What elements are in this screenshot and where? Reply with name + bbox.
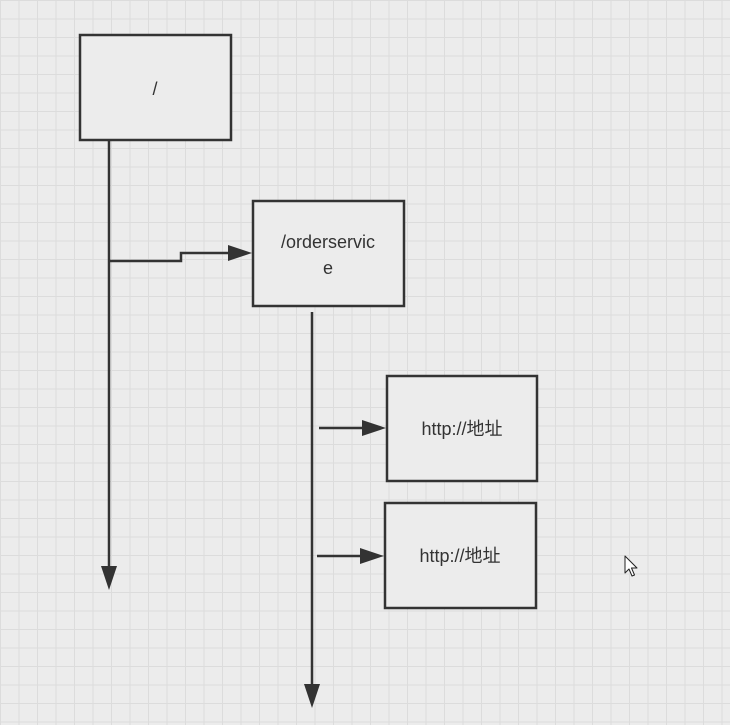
node-address-2-box [383, 501, 538, 610]
node-address-2[interactable]: http://地址 [383, 501, 538, 610]
node-root-label: / [152, 79, 157, 99]
node-orderservice-box [251, 199, 406, 308]
edge-root-trunk [101, 140, 117, 590]
node-orderservice-label-line2: e [323, 258, 333, 278]
edge-orderservice-trunk [304, 312, 320, 708]
node-address-1[interactable]: http://地址 [385, 374, 539, 483]
node-orderservice[interactable]: /orderservic e [251, 199, 406, 308]
node-address-1-label: http://地址 [421, 419, 502, 439]
node-address-2-label: http://地址 [419, 546, 500, 566]
edge-orderservice-to-address-1 [319, 420, 386, 436]
edge-orderservice-to-address-2-arrow-head [360, 548, 384, 564]
orderservice-trunk-arrow-head [304, 684, 320, 708]
edge-orderservice-to-address-1-arrow-head [362, 420, 386, 436]
node-root[interactable]: / [78, 33, 233, 142]
root-trunk-arrow-head [101, 566, 117, 590]
edge-root-to-orderservice-line [109, 251, 230, 263]
node-address-1-box [385, 374, 539, 483]
edge-orderservice-to-address-2 [317, 548, 384, 564]
node-orderservice-label-line1: /orderservic [281, 232, 375, 252]
node-root-box [78, 33, 233, 142]
edge-root-to-orderservice-arrow-head [228, 245, 252, 261]
mouse-pointer-icon [624, 555, 638, 577]
edge-root-to-orderservice [109, 245, 252, 263]
